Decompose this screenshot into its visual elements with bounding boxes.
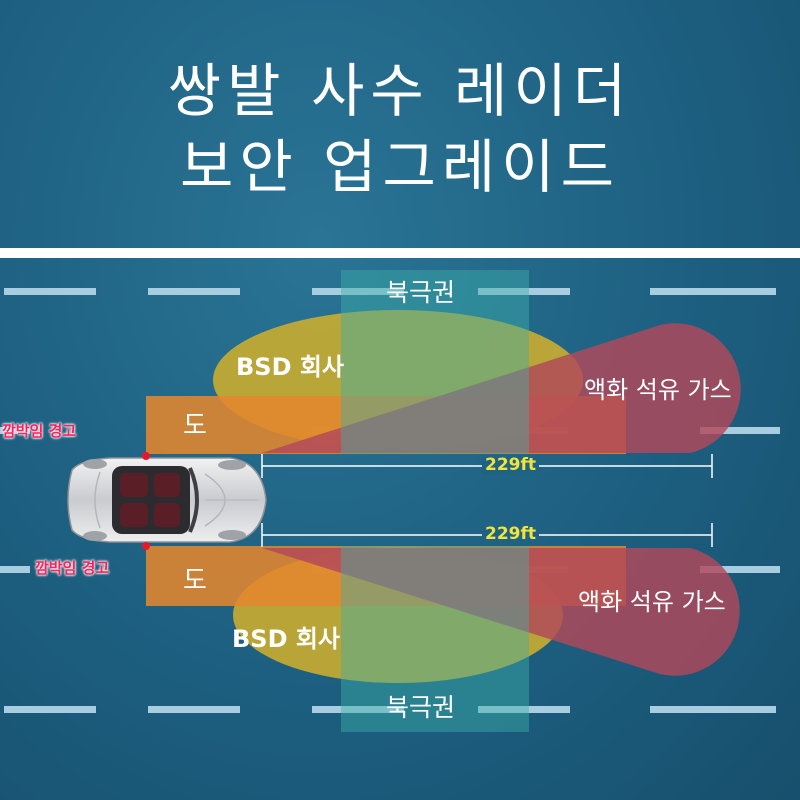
gas-zone-bottom — [262, 548, 740, 676]
page-title-line-2: 보안 업그레이드 — [180, 133, 620, 201]
blink-warning-label-top: 깜박임 경고 — [2, 422, 77, 440]
distance-label-bottom: 229ft — [482, 526, 540, 543]
north-label-bottom: 북극권 — [386, 693, 456, 722]
blink-warning-label-bottom: 깜박임 경고 — [35, 559, 110, 577]
car-icon — [67, 457, 267, 543]
bsd-label-bottom: BSD 회사 — [232, 625, 341, 653]
warning-dot-icon — [142, 452, 150, 460]
gas-label-top: 액화 석유 가스 — [584, 376, 732, 404]
north-zone-bottom — [341, 546, 529, 732]
gas-zone-top — [262, 323, 741, 453]
road-edge-line — [0, 248, 800, 258]
dow-label-bottom: 도 — [183, 566, 207, 596]
warning-dot-icon — [142, 542, 150, 550]
north-zone-top — [341, 270, 529, 454]
distance-label-top: 229ft — [482, 457, 540, 474]
gas-label-bottom: 액화 석유 가스 — [578, 588, 726, 616]
page-title-line-1: 쌍발 사수 레이더 — [167, 57, 633, 125]
dow-label-top: 도 — [183, 411, 207, 441]
north-label-top: 북극권 — [386, 278, 456, 307]
bsd-label-top: BSD 회사 — [236, 353, 345, 381]
